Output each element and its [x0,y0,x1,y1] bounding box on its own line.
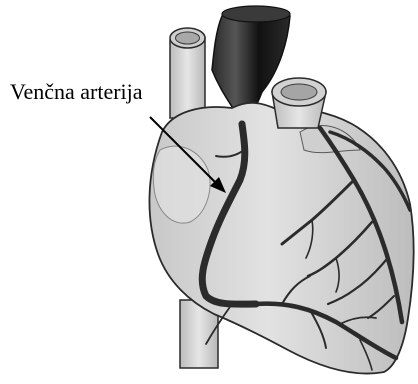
superior-vena-cava [170,28,205,118]
pulmonary-artery [272,78,326,128]
coronary-artery-label: Venčna arterija [10,81,143,103]
